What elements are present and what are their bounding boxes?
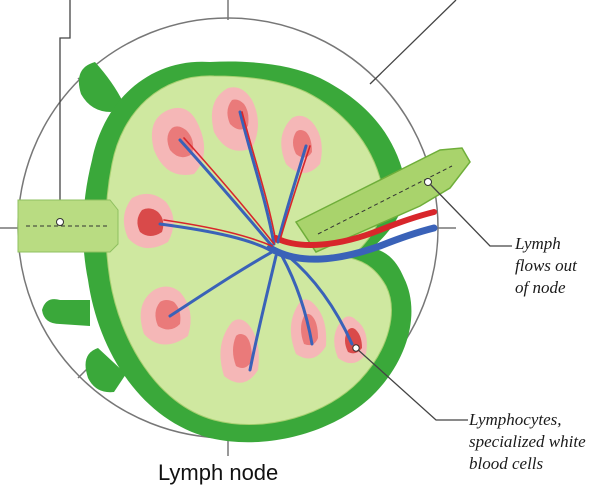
label-line: specialized white bbox=[469, 431, 586, 453]
label-line: of node bbox=[515, 277, 577, 299]
label-lymph-flows-out: Lymph flows out of node bbox=[515, 233, 577, 299]
label-line: flows out bbox=[515, 255, 577, 277]
label-lymphocytes: Lymphocytes, specialized white blood cel… bbox=[469, 409, 586, 475]
leader-capsule bbox=[370, 0, 456, 84]
afferent-point bbox=[57, 219, 64, 226]
label-line: Lymphocytes, bbox=[469, 409, 586, 431]
lymphocyte-point bbox=[353, 345, 359, 351]
leader-afferent bbox=[60, 0, 70, 212]
label-line: Lymph bbox=[515, 233, 577, 255]
label-line: blood cells bbox=[469, 453, 586, 475]
diagram-caption: Lymph node bbox=[158, 460, 278, 486]
